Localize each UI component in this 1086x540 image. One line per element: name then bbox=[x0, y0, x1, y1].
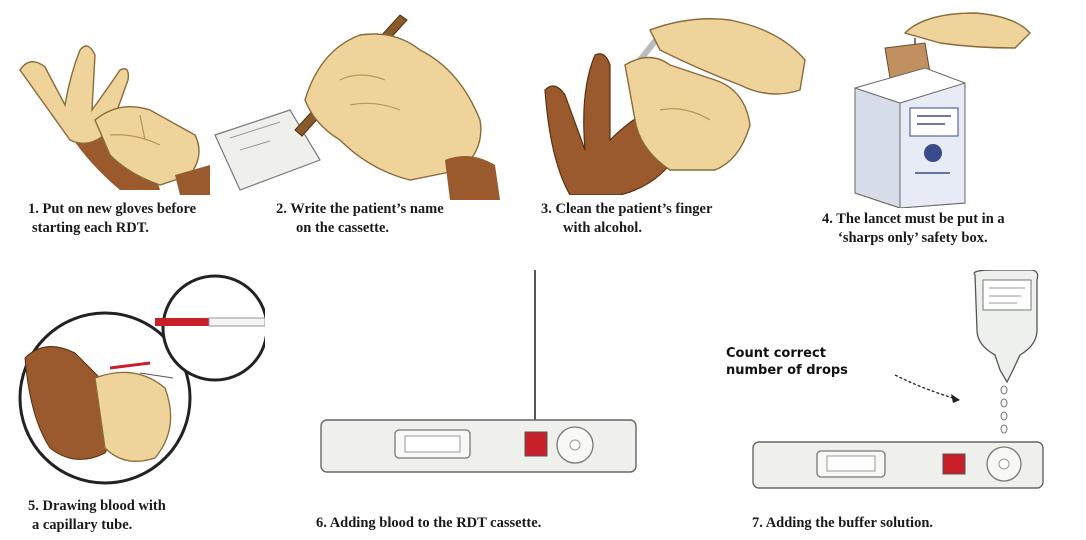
step-5-text-2: a capillary tube. bbox=[28, 516, 166, 535]
step-2-number: 2. bbox=[276, 201, 287, 217]
step-7-text-1: Adding the buffer solution. bbox=[766, 515, 933, 531]
step-6-number: 6. bbox=[316, 515, 327, 531]
gloving-hands-illustration bbox=[10, 15, 210, 195]
step-2-text-2: on the cassette. bbox=[276, 219, 444, 238]
step-5-text-1: Drawing blood with bbox=[43, 498, 166, 514]
step-5-caption: 5. Drawing blood with a capillary tube. bbox=[28, 497, 166, 535]
sharps-box-illustration bbox=[845, 8, 1055, 208]
step-7-caption: 7. Adding the buffer solution. bbox=[752, 514, 933, 533]
step-6-caption: 6. Adding blood to the RDT cassette. bbox=[316, 514, 541, 533]
step-6-text-1: Adding blood to the RDT cassette. bbox=[330, 515, 542, 531]
step-3-text-2: with alcohol. bbox=[541, 219, 712, 238]
step-2-caption: 2. Write the patient’s name on the casse… bbox=[276, 200, 444, 238]
rdt-cassette-blood-illustration bbox=[315, 270, 645, 485]
buffer-bottle-drops-illustration bbox=[745, 270, 1080, 500]
step-4-caption: 4. The lancet must be put in a ‘sharps o… bbox=[822, 210, 1005, 248]
callout-line-2: number of drops bbox=[726, 362, 848, 379]
step-5-number: 5. bbox=[28, 498, 39, 514]
step-3-text-1: Clean the patient’s finger bbox=[556, 201, 713, 217]
writing-on-cassette-illustration bbox=[210, 10, 510, 200]
capillary-tube-illustration bbox=[15, 268, 265, 493]
step-4-text-1: The lancet must be put in a bbox=[836, 211, 1004, 227]
step-1-text-1: Put on new gloves before bbox=[43, 201, 197, 217]
step-1-caption-line-1: 1. Put on new gloves before bbox=[28, 200, 196, 219]
step-1-text-2: starting each RDT. bbox=[28, 219, 196, 238]
cleaning-finger-illustration bbox=[540, 10, 820, 195]
drop-count-callout: Count correct number of drops bbox=[726, 345, 848, 379]
callout-line-1: Count correct bbox=[726, 345, 848, 362]
step-1-number: 1. bbox=[28, 201, 39, 217]
step-3-caption: 3. Clean the patient’s finger with alcoh… bbox=[541, 200, 712, 238]
step-2-text-1: Write the patient’s name bbox=[290, 201, 443, 217]
step-4-text-2: ‘sharps only’ safety box. bbox=[822, 229, 1005, 248]
step-4-number: 4. bbox=[822, 211, 833, 227]
step-7-number: 7. bbox=[752, 515, 763, 531]
step-3-number: 3. bbox=[541, 201, 552, 217]
step-1-caption: 1. Put on new gloves before starting eac… bbox=[28, 200, 196, 238]
